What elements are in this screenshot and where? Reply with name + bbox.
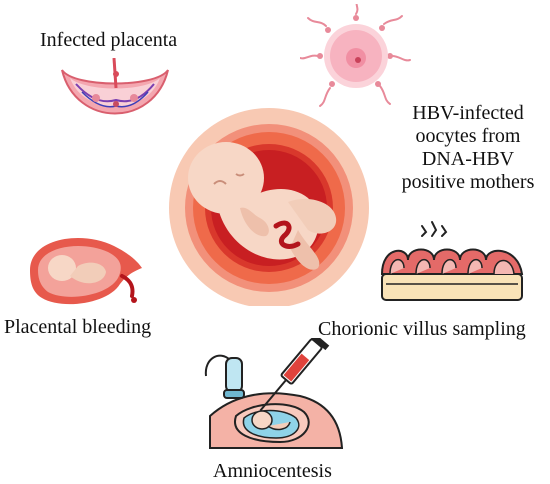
label-infected-placenta: Infected placenta xyxy=(40,29,178,51)
label-hbv-oocytes: HBV-infected oocytes from DNA-HBV positi… xyxy=(383,102,550,194)
oocyte-icon xyxy=(300,4,411,107)
label-hbv-line-4: positive mothers xyxy=(401,171,535,193)
amniocentesis-needle-icon xyxy=(204,338,344,449)
label-hbv-line-3: DNA-HBV xyxy=(421,148,515,170)
label-chorionic-villus-sampling: Chorionic villus sampling xyxy=(318,318,526,340)
chorionic-villi-icon xyxy=(380,221,524,301)
label-placental-bleeding: Placental bleeding xyxy=(4,316,152,338)
infected-placenta-icon xyxy=(61,58,169,115)
fetus-in-womb-icon xyxy=(169,108,369,306)
label-amniocentesis: Amniocentesis xyxy=(213,460,332,482)
uterus-with-fetus-icon xyxy=(30,238,142,305)
label-hbv-line-1: HBV-infected xyxy=(412,102,524,124)
label-hbv-line-2: oocytes from xyxy=(415,125,521,147)
